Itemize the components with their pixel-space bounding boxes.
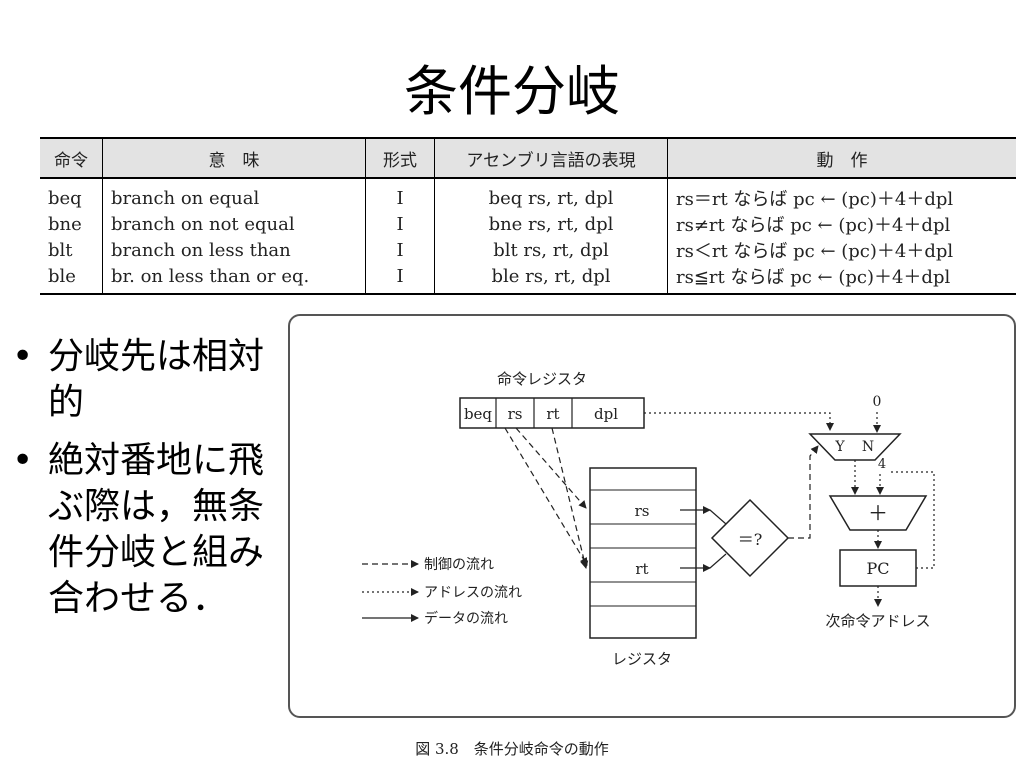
instruction-table: 命令 意 味 形式 アセンブリ言語の表現 動 作 beq branch on e… [40,137,1016,295]
dpl-address-arrow [644,412,834,431]
pc-label: PC [866,559,889,578]
cell-format: I [365,263,435,295]
cell-instruction: ble [40,263,103,295]
cell-instruction: bne [48,213,82,235]
cell-operation: rs＜rt ならば pc ← (pc)＋4＋dpl [667,237,1016,263]
register-file-label: レジスタ [612,650,672,668]
bullet-dot: • [12,336,34,377]
cell-assembly: beq rs, rt, dpl [434,178,668,211]
rs-to-compare-line [709,509,727,525]
comparator-label: ＝? [738,530,763,549]
cell-meaning: br. on less than or eq. [102,263,366,295]
table-row: bne branch on not equal I bne rs, rt, dp… [40,211,1016,237]
table-row: beq branch on equal I beq rs, rt, dpl rs… [40,178,1016,211]
control-flow-rs2-arrow [515,427,587,509]
const-zero-label: 0 [873,394,882,410]
register-file: rs rt [589,467,697,639]
rt-to-compare-line [709,553,727,569]
next-instruction-address-label: 次命令アドレス [825,612,930,630]
register-rt-label: rt [635,560,648,578]
instruction-register-label: 命令レジスタ [497,370,587,388]
ir-field-rt: rt [546,405,559,423]
cell-assembly: ble rs, rt, dpl [434,263,668,295]
figure-frame: 命令レジスタ beq rs rt dpl rs rt レジスタ [288,314,1016,718]
cell-format: I [365,178,435,211]
col-header-assembly: アセンブリ言語の表現 [434,137,668,179]
cell-format: I [365,237,435,263]
comparator: ＝? [710,498,790,578]
cell-meaning: branch on equal [102,178,366,211]
mux-yes-label: Y [834,439,845,455]
col-header-instruction: 命令 [40,137,103,179]
slide-title: 条件分岐 [404,60,620,123]
cell-instruction: beq [48,187,82,209]
col-header-format: 形式 [365,137,435,179]
const-four-label: 4 [878,457,886,472]
adder-label: ＋ [868,501,888,525]
address-mux: Y N [808,433,902,461]
cell-meaning: branch on less than [102,237,366,263]
cell-instruction: blt [48,239,73,261]
cell-format: I [365,211,435,237]
col-header-meaning: 意 味 [102,137,366,179]
bullet-dot: • [12,440,34,481]
bullet-text: 絶対番地に飛ぶ際は，無条件分岐と組み合わせる． [48,440,265,619]
cell-meaning: branch on not equal [102,211,366,237]
cell-operation: rs≦rt ならば pc ← (pc)＋4＋dpl [667,263,1016,295]
bullet-item: • 絶対番地に飛ぶ際は，無条件分岐と組み合わせる． [10,438,282,622]
instruction-register: beq rs rt dpl [459,397,645,429]
table-row: blt branch on less than I blt rs, rt, dp… [40,237,1016,263]
branch-datapath-diagram: 命令レジスタ beq rs rt dpl rs rt レジスタ [362,370,935,668]
bullet-list: • 分岐先は相対的 • 絶対番地に飛ぶ際は，無条件分岐と組み合わせる． [10,334,282,634]
table-row: ble br. on less than or eq. I ble rs, rt… [40,263,1016,295]
legend-data-flow-label: データの流れ [424,610,508,627]
adder: ＋ [828,495,928,531]
ir-field-opcode: beq [464,405,492,423]
legend-control-flow-label: 制御の流れ [424,557,494,573]
figure-caption: 図 3.8 条件分岐命令の動作 [415,740,609,758]
cell-assembly: bne rs, rt, dpl [434,211,668,237]
ir-field-dpl: dpl [594,405,618,423]
ir-field-rs: rs [508,405,523,423]
col-header-operation: 動 作 [667,137,1016,179]
cell-assembly: blt rs, rt, dpl [434,237,668,263]
select-control-arrow [788,445,819,539]
bullet-text: 分岐先は相対的 [48,336,265,423]
program-counter: PC [839,549,917,587]
register-rs-label: rs [635,502,650,520]
bullet-item: • 分岐先は相対的 [10,334,282,426]
control-flow-rt-arrow [551,427,589,569]
flow-legend: 制御の流れ アドレスの流れ データの流れ [362,557,522,627]
control-flow-rs-arrow [504,427,588,566]
mux-no-label: N [862,439,874,455]
legend-address-flow-label: アドレスの流れ [424,585,522,601]
table-header-row: 命令 意 味 形式 アセンブリ言語の表現 動 作 [40,137,1016,179]
cell-operation: rs＝rt ならば pc ← (pc)＋4＋dpl [667,178,1016,211]
pc-feedback-line [890,471,935,569]
cell-operation: rs≠rt ならば pc ← (pc)＋4＋dpl [667,211,1016,237]
